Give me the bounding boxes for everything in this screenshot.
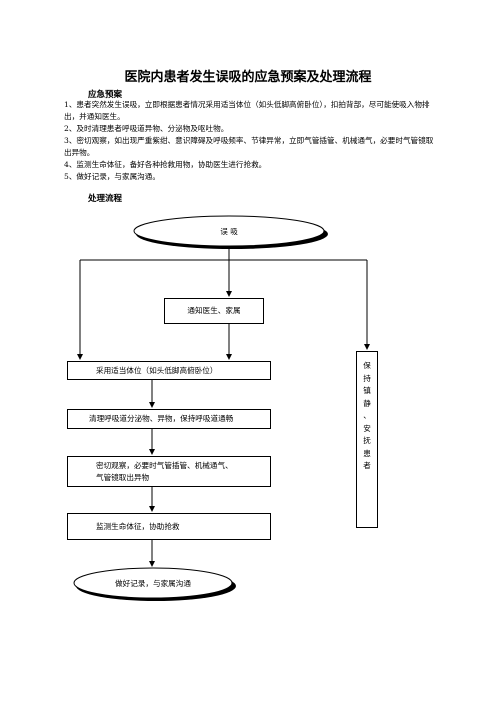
page-title: 医院内患者发生误吸的应急预案及处理流程: [124, 70, 372, 85]
observe-label-line2: 气管镜取出异物: [96, 473, 150, 482]
calm-label: 保持镇静、安抚患者: [357, 360, 377, 473]
end-label: 做好记录，与家属沟通: [115, 579, 191, 588]
calm-char: 静: [363, 398, 371, 408]
observe-label-line1: 密切观察，必要时气管插管、机械通气、: [96, 461, 233, 470]
calm-char: 者: [363, 461, 371, 470]
start-oval: [133, 215, 325, 247]
notify-label: 通知医生、家属: [187, 306, 241, 315]
emergency-item: 3、密切观察，如出现严重紫绀、意识障碍及呼吸频率、节律异常，立即气管插管、机械通…: [64, 136, 434, 157]
end-oval: [73, 567, 233, 599]
emergency-item: 4、监测生命体征，备好各种抢救用物，协助医生进行抢救。: [64, 160, 267, 169]
calm-char: 、: [363, 411, 371, 420]
position-label: 采用适当体位（如头低脚高俯卧位）: [96, 366, 218, 375]
clear-label: 清理呼吸道分泌物、异物，保持呼吸道通畅: [89, 414, 234, 423]
monitor-box: 监测生命体征，协助抢救: [67, 513, 271, 540]
calm-char: 持: [363, 373, 371, 383]
emergency-item: 1、患者突然发生误吸，立即根据患者情况采用适当体位（如头低脚高俯卧位），扣拍背部…: [64, 100, 430, 121]
emergency-list: 1、患者突然发生误吸，立即根据患者情况采用适当体位（如头低脚高俯卧位），扣拍背部…: [64, 99, 436, 183]
calm-char: 患: [363, 448, 371, 458]
section-heading-emergency: 应急预案: [88, 90, 123, 100]
clear-box: 清理呼吸道分泌物、异物，保持呼吸道通畅: [67, 409, 271, 429]
observe-box: 密切观察，必要时气管插管、机械通气、 气管镜取出异物: [67, 456, 271, 487]
emergency-item: 2、及时清理患者呼吸道异物、分泌物及呕吐物。: [64, 124, 229, 133]
calm-char: 安: [363, 423, 371, 433]
monitor-label: 监测生命体征，协助抢救: [96, 522, 180, 531]
section-heading-flow: 处理流程: [88, 194, 123, 204]
calm-char: 保: [363, 361, 371, 370]
start-label: 误 吸: [220, 227, 238, 236]
calm-char: 镇: [363, 386, 371, 395]
calm-char: 抚: [363, 436, 371, 445]
position-box: 采用适当体位（如头低脚高俯卧位）: [67, 361, 271, 380]
notify-box: 通知医生、家属: [164, 298, 264, 324]
calm-box: 保持镇静、安抚患者: [356, 351, 378, 528]
emergency-item: 5、做好记录，与家属沟通。: [64, 172, 160, 181]
